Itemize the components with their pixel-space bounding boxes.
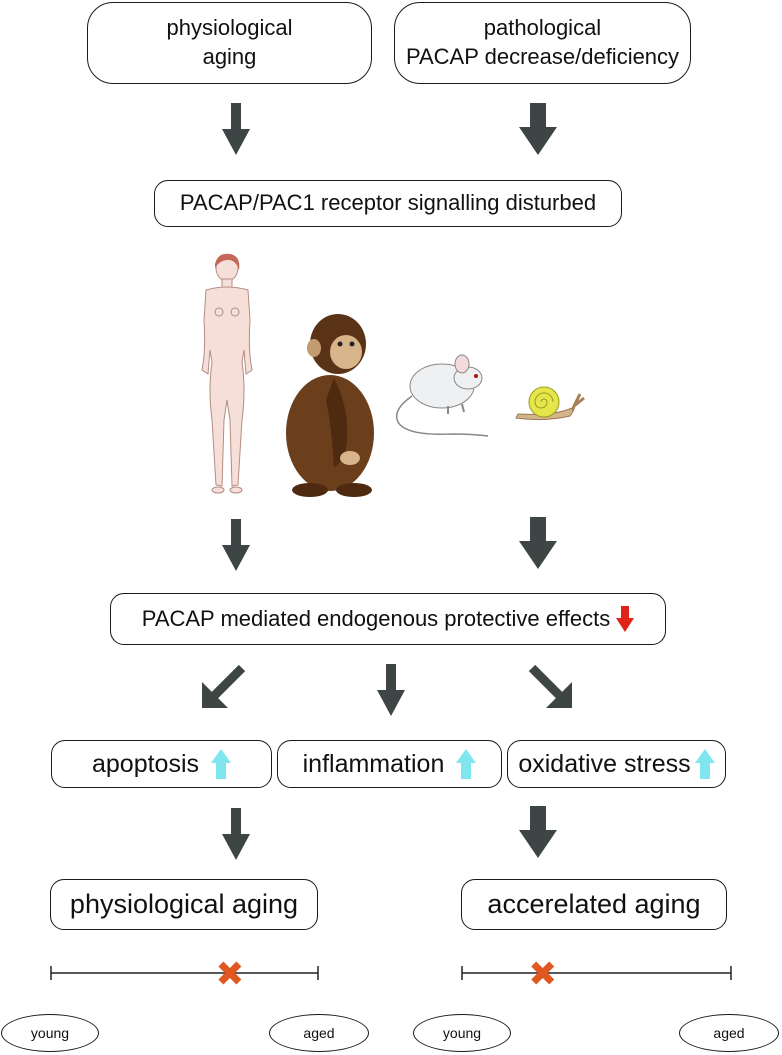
aging-scale-left	[50, 961, 319, 985]
inflammation-label: inflammation	[302, 750, 445, 778]
aging-marker-x-icon	[531, 961, 555, 985]
down-arrow-thin-icon	[222, 103, 250, 155]
oxidative-stress-box: oxidative stress	[507, 740, 726, 788]
down-arrow-thin-icon	[222, 519, 250, 571]
pathological-pacap-box: pathological PACAP decrease/deficiency	[394, 2, 691, 84]
mouse-icon	[395, 354, 489, 437]
physiological-aging-box: physiological aging	[87, 2, 372, 84]
signalling-disturbed-label: PACAP/PAC1 receptor signalling disturbed	[179, 190, 597, 216]
aged-label-left: aged	[269, 1014, 369, 1052]
aging-marker-x-icon	[218, 961, 242, 985]
increase-arrow-icon	[694, 749, 715, 779]
apoptosis-box: apoptosis	[51, 740, 272, 788]
down-arrow-thin-icon	[222, 808, 250, 860]
signalling-disturbed-box: PACAP/PAC1 receptor signalling disturbed	[154, 180, 622, 227]
increase-arrow-icon	[456, 749, 477, 779]
protective-effects-box: PACAP mediated endogenous protective eff…	[110, 593, 666, 645]
chimpanzee-icon	[286, 314, 374, 497]
oxidative-stress-label: oxidative stress	[518, 750, 691, 778]
down-arrow-center-icon	[377, 664, 405, 716]
aging-scale-right	[461, 961, 732, 985]
aged-label-right: aged	[679, 1014, 779, 1052]
increase-arrow-icon	[211, 749, 232, 779]
accelerated-aging-outcome-label: accerelated aging	[487, 889, 701, 920]
physiological-aging-outcome-box: physiological aging	[50, 879, 318, 930]
down-arrow-thick-icon	[519, 517, 557, 569]
down-arrow-thick-icon	[519, 103, 557, 155]
apoptosis-label: apoptosis	[91, 750, 200, 778]
young-label-right: young	[413, 1014, 511, 1052]
pathological-pacap-label: pathological PACAP decrease/deficiency	[405, 15, 680, 69]
snail-icon	[515, 386, 585, 421]
decrease-arrow-icon	[616, 606, 635, 632]
physiological-aging-outcome-label: physiological aging	[69, 889, 299, 920]
down-right-arrow-icon	[528, 664, 572, 708]
physiological-aging-label: physiological aging	[166, 15, 293, 69]
young-label-left: young	[1, 1014, 99, 1052]
inflammation-box: inflammation	[277, 740, 502, 788]
down-left-arrow-icon	[202, 664, 246, 708]
accelerated-aging-outcome-box: accerelated aging	[461, 879, 727, 930]
human-figure-icon	[201, 253, 253, 494]
protective-effects-label: PACAP mediated endogenous protective eff…	[141, 605, 611, 631]
down-arrow-thick-icon	[519, 806, 557, 858]
